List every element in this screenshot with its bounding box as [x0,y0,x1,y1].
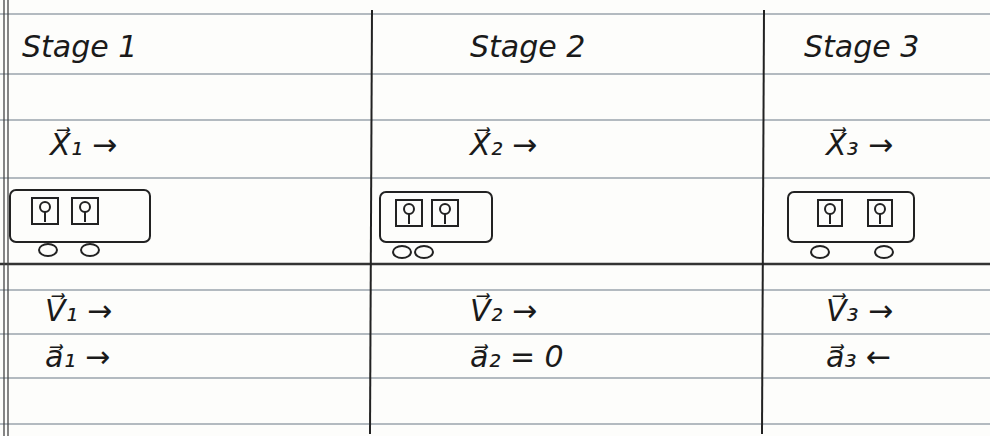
position-label: X⃗₃ → [826,128,893,161]
road-line [0,263,990,266]
stage-heading: Stage 2 [470,30,585,63]
car-2 [380,192,492,258]
acceleration-label: a⃗₂ = 0 [470,340,564,373]
ruled-lines [0,14,990,424]
position-label: X⃗₂ → [470,128,537,161]
margin-lines [4,0,8,436]
car-figures [10,190,914,258]
stage-heading: Stage 3 [804,30,919,63]
acceleration-label: a⃗₁ → [45,340,110,373]
velocity-label: V⃗₃ → [826,294,893,327]
car-1 [10,190,150,256]
stage-heading: Stage 1 [22,30,137,63]
position-label: X⃗₁ → [50,128,117,161]
velocity-label: V⃗₁ → [45,294,112,327]
car-3 [788,192,914,258]
column-dividers [370,10,764,434]
acceleration-label: a⃗₃ ← [826,340,891,373]
velocity-label: V⃗₂ → [470,294,537,327]
